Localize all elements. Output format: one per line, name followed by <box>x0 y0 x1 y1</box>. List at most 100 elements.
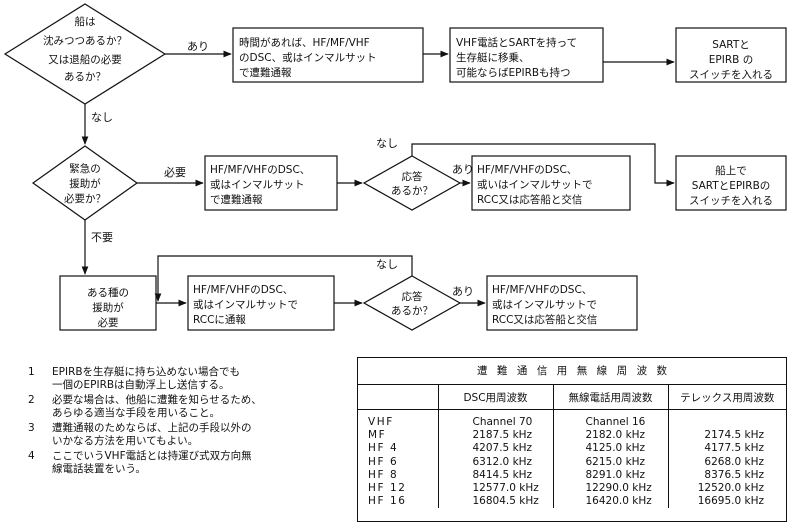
label-noneed: 不要 <box>91 231 113 244</box>
b6-line-3: スイッチを入れる <box>689 195 773 207</box>
footnote-1: 1 EPIRBを生存艇に持ち込めない場合でも 一個のEPIRBは自動浮上し送信す… <box>28 366 338 392</box>
header-telex: テレックス用周波数 <box>667 385 786 410</box>
b3-line-1: SARTと <box>712 39 750 51</box>
label-no-4: なし <box>376 258 398 271</box>
b8-line-3: RCCに通報 <box>193 314 246 326</box>
label-no-1: なし <box>91 111 113 124</box>
label-no-3: なし <box>376 137 398 150</box>
box-contact-rcc-2 <box>486 275 638 331</box>
footnote-text: 遭難通報のためならば、上記の手段以外の いかなる方法を用いてもよい。 <box>52 422 252 447</box>
dsc-cell: 8414.5 kHz <box>437 468 553 483</box>
q2-line-2: 援助が <box>69 177 101 190</box>
b5-line-2: 或いはインマルサットで <box>477 179 593 191</box>
q1-line-2: 沈みつつあるか？ <box>43 34 127 47</box>
radiotelephone-cell: 16420.0 kHz <box>552 495 668 509</box>
frequency-grid: DSC用周波数 無線電話用周波数 テレックス用周波数 VHF Channel 7… <box>358 385 786 509</box>
table-row: HF 6 6312.0 kHz 6215.0 kHz 6268.0 kHz <box>358 455 786 469</box>
table-row: HF 8 8414.5 kHz 8291.0 kHz 8376.5 kHz <box>358 468 786 483</box>
label-yes-3: あり <box>452 163 474 176</box>
box-onboard-switch <box>675 155 787 211</box>
b7-line-1: ある種の <box>87 286 129 299</box>
footnote-number: 1 <box>28 366 35 378</box>
q1-line-3: 又は退船の必要 <box>48 53 122 66</box>
telex-cell: 2174.5 kHz <box>667 429 786 443</box>
footnote-3: 3 遭難通報のためならば、上記の手段以外の いかなる方法を用いてもよい。 <box>28 422 338 448</box>
telex-cell: 8376.5 kHz <box>667 468 786 483</box>
box-distress-alert-1 <box>232 27 424 83</box>
table-title: 遭難通信用無線周波数 <box>358 358 786 385</box>
band-cell: HF 6 <box>368 455 399 468</box>
band-cell: VHF <box>368 416 394 428</box>
b4-line-2: 或はインマルサット <box>210 179 305 191</box>
b1-line-3: で遭難通報 <box>239 66 292 79</box>
band-cell: HF 4 <box>368 442 399 455</box>
q3-line-2: あるか？ <box>391 185 433 197</box>
q2-line-1: 緊急の <box>69 162 101 175</box>
decision-response-1 <box>362 155 462 211</box>
q2-line-3: 必要か？ <box>64 192 106 205</box>
band-cell: HF 16 <box>368 495 407 508</box>
b2-line-3: 可能ならばEPIRBも持つ <box>456 66 571 79</box>
band-cell: MF <box>368 429 387 442</box>
b6-line-1: 船上で <box>715 164 747 177</box>
b2-line-1: VHF電話とSARTを持って <box>456 36 577 49</box>
radiotelephone-cell: 12290.0 kHz <box>552 482 668 496</box>
q4-line-2: あるか？ <box>391 305 433 317</box>
radiotelephone-cell: 4125.0 kHz <box>552 442 668 456</box>
b2-line-2: 生存艇に移乗、 <box>456 51 530 64</box>
dsc-cell: 4207.5 kHz <box>437 442 553 456</box>
footnotes: 1 EPIRBを生存艇に持ち込めない場合でも 一個のEPIRBは自動浮上し送信す… <box>28 366 338 478</box>
b4-line-3: で遭難通報 <box>210 193 263 206</box>
table-header-row: DSC用周波数 無線電話用周波数 テレックス用周波数 <box>358 385 786 410</box>
q3-line-1: 応答 <box>402 170 423 183</box>
b7-line-2: 援助が <box>92 301 124 314</box>
dsc-cell: Channel 70 <box>437 409 553 430</box>
table-row: HF 12 12577.0 kHz 12290.0 kHz 12520.0 kH… <box>358 482 786 496</box>
radiotelephone-cell: 6215.0 kHz <box>552 455 668 469</box>
decision-response-2 <box>362 275 462 331</box>
b8-line-1: HF/MF/VHFのDSC、 <box>193 284 293 296</box>
b8-line-2: 或はインマルサットで <box>193 299 298 311</box>
radiotelephone-cell: 2182.0 kHz <box>552 429 668 443</box>
b9-line-3: RCC又は応答船と交信 <box>492 313 597 326</box>
label-yes-1: あり <box>187 40 209 53</box>
b4-line-1: HF/MF/VHFのDSC、 <box>210 164 310 176</box>
footnote-text: EPIRBを生存艇に持ち込めない場合でも 一個のEPIRBは自動浮上し送信する。 <box>52 366 241 391</box>
table-row: HF 16 16804.5 kHz 16420.0 kHz 16695.0 kH… <box>358 495 786 509</box>
b6-line-2: SARTとEPIRBの <box>692 180 771 192</box>
dsc-cell: 12577.0 kHz <box>437 482 553 496</box>
q1-line-4: あるか？ <box>64 71 106 83</box>
footnote-4: 4 ここでいうVHF電話とは持運び式双方向無 線電話装置をいう。 <box>28 450 338 476</box>
b1-line-2: のDSC、或はインマルサット <box>239 52 377 64</box>
box-switch-sart-epirb <box>675 27 787 83</box>
box-contact-rcc-1 <box>471 155 631 211</box>
label-need: 必要 <box>164 166 186 179</box>
box-survival-craft <box>449 27 604 83</box>
header-band <box>358 385 438 410</box>
footnote-number: 2 <box>28 394 35 406</box>
b9-line-2: 或はインマルサットで <box>492 299 597 311</box>
radiotelephone-cell: Channel 16 <box>552 409 668 430</box>
telex-cell: 4177.5 kHz <box>667 442 786 456</box>
q4-line-1: 応答 <box>402 290 423 303</box>
distress-frequency-table: 遭難通信用無線周波数 DSC用周波数 無線電話用周波数 テレックス用周波数 VH… <box>357 357 787 522</box>
dsc-cell: 2187.5 kHz <box>437 429 553 443</box>
b5-line-1: HF/MF/VHFのDSC、 <box>477 164 577 176</box>
footnote-2: 2 必要な場合は、他船に遭難を知らせるため、 あらゆる適当な手段を用いること。 <box>28 394 338 420</box>
label-yes-4: あり <box>452 285 474 298</box>
telex-cell <box>667 409 786 430</box>
flowchart: 船は 沈みつつあるか？ 又は退船の必要 あるか？ 緊急の 援助が 必要か？ 応答… <box>3 3 787 331</box>
footnote-text: ここでいうVHF電話とは持運び式双方向無 線電話装置をいう。 <box>52 450 252 475</box>
table-row: HF 4 4207.5 kHz 4125.0 kHz 4177.5 kHz <box>358 442 786 456</box>
radiotelephone-cell: 8291.0 kHz <box>552 468 668 483</box>
b3-line-2: EPIRB の <box>709 54 753 66</box>
band-cell: HF 12 <box>368 482 407 495</box>
telex-cell: 6268.0 kHz <box>667 455 786 469</box>
footnote-text: 必要な場合は、他船に遭難を知らせるため、 あらゆる適当な手段を用いること。 <box>52 394 262 419</box>
b7-line-3: 必要 <box>98 316 119 329</box>
q1-line-1: 船は <box>75 15 96 28</box>
b5-line-3: RCC又は応答船と交信 <box>477 193 582 206</box>
footnote-number: 3 <box>28 422 35 434</box>
b1-line-1: 時間があれば、HF/MF/VHF <box>239 36 370 49</box>
b3-line-3: スイッチを入れる <box>689 69 773 81</box>
